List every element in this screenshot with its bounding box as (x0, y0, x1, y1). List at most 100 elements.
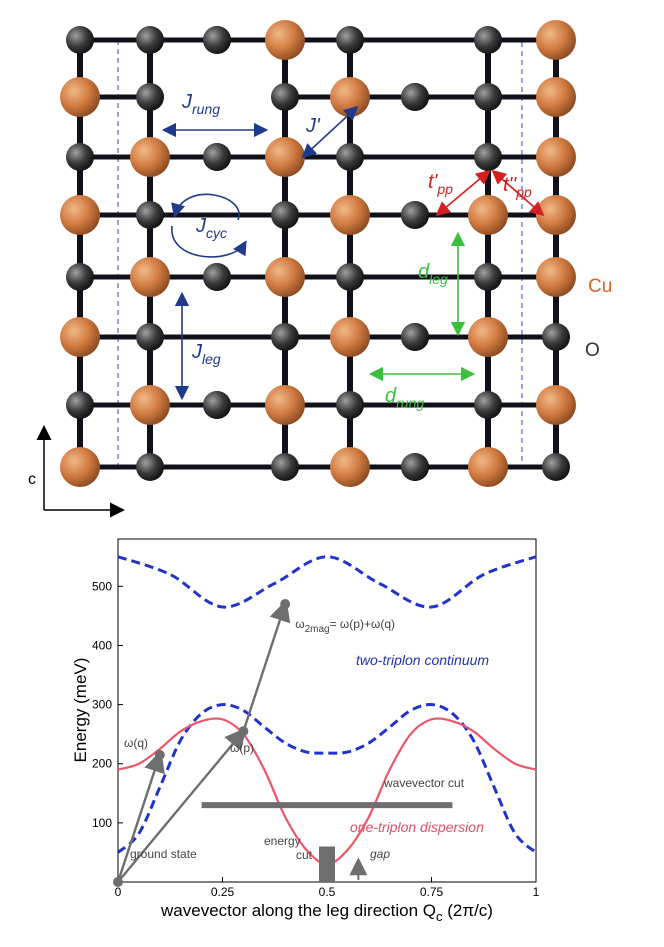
two-triplon-label: two-triplon continuum (356, 652, 489, 668)
o-atom (136, 26, 164, 54)
axis-a-label: a (70, 517, 79, 520)
cu-atom (330, 195, 370, 235)
x-tick-label: 0.5 (319, 885, 336, 899)
o-label: O (585, 340, 600, 361)
energy-cut-bar (319, 846, 335, 882)
cu-atom (265, 20, 305, 60)
cu-atom (60, 447, 100, 487)
omega-q-point (154, 749, 165, 760)
o-atom (336, 143, 364, 171)
wavevector-cut-label: wavevector cut (383, 776, 465, 790)
omega-sum-point (280, 599, 291, 610)
cu-atom (536, 20, 576, 60)
cu-atom (130, 385, 170, 425)
ground-state-point (113, 877, 123, 887)
o-atom (401, 201, 429, 229)
series-continuum-lower (116, 703, 538, 854)
o-atom (474, 26, 502, 54)
y-tick-label: 400 (92, 638, 112, 652)
j-cyc-arrow-top (171, 193, 240, 221)
cut-label: cut (296, 848, 313, 862)
o-atom (336, 391, 364, 419)
arrow-to-q (116, 750, 165, 883)
cu-atom (330, 77, 370, 117)
cu-label: Cu (588, 276, 612, 297)
cu-atom (330, 447, 370, 487)
o-atom (271, 453, 299, 481)
energy-label: energy (264, 834, 301, 848)
cu-atom (536, 77, 576, 117)
o-atom (401, 453, 429, 481)
t-pp-double-prime-arrow (491, 169, 545, 217)
chart-annotations: ω2mag= ω(p)+ω(q) two-triplon continuum ω(q… (113, 599, 489, 887)
cu-atom (330, 317, 370, 357)
lattice-atoms (60, 20, 576, 487)
x-tick-label: 0.25 (211, 885, 235, 899)
o-atom (542, 453, 570, 481)
j-rung-label: Jrung (181, 91, 220, 117)
omega-p-point (238, 726, 249, 737)
arrow-to-p (117, 727, 247, 883)
o-atom (542, 323, 570, 351)
axis-c-label: c (28, 471, 36, 488)
x-tick-label: 0 (115, 885, 122, 899)
o-atom (66, 143, 94, 171)
cu-atom (468, 317, 508, 357)
t-pp-prime-label: t'pp (428, 171, 453, 197)
o-atom (203, 391, 231, 419)
omega-2mag-label: ω2mag= ω(p)+ω(q) (295, 617, 395, 635)
o-atom (474, 83, 502, 111)
o-atom (401, 83, 429, 111)
cu-atom (60, 77, 100, 117)
y-tick-label: 100 (92, 816, 112, 830)
cu-atom (265, 385, 305, 425)
o-atom (474, 263, 502, 291)
o-atom (66, 263, 94, 291)
d-leg-label: dleg (418, 261, 448, 287)
o-atom (336, 263, 364, 291)
one-triplon-label: one-triplon dispersion (350, 819, 484, 835)
o-atom (271, 83, 299, 111)
lattice-annotations: Jrung J' Jcyc Jleg t'pp t''pp dleg drung… (28, 91, 612, 520)
o-atom (474, 143, 502, 171)
omega-p-label: ω(p) (230, 741, 254, 755)
cu-atom (468, 195, 508, 235)
omega-q-label: ω(q) (124, 736, 148, 750)
cu-atom (536, 195, 576, 235)
cu-atom (130, 257, 170, 297)
cu-atom (60, 195, 100, 235)
j-prime-arrow (301, 105, 359, 159)
cu-atom (130, 137, 170, 177)
series-continuum-upper (117, 555, 537, 609)
o-atom (136, 323, 164, 351)
crystal-lattice-diagram: Jrung J' Jcyc Jleg t'pp t''pp dleg drung… (28, 20, 612, 520)
y-tick-label: 200 (92, 757, 112, 771)
o-atom (203, 26, 231, 54)
o-atom (136, 453, 164, 481)
o-atom (66, 26, 94, 54)
ground-state-label: ground state (130, 847, 197, 861)
j-prime-label: J' (305, 115, 321, 137)
o-atom (203, 263, 231, 291)
arrow-to-sum (242, 599, 291, 732)
x-tick-label: 0.75 (420, 885, 444, 899)
cu-atom (60, 317, 100, 357)
cu-atom (265, 257, 305, 297)
j-cyc-label: Jcyc (195, 215, 227, 241)
y-tick-label: 500 (92, 579, 112, 593)
t-pp-prime-arrow (435, 169, 491, 217)
y-axis-label: Energy (meV) (71, 658, 90, 763)
cu-atom (536, 257, 576, 297)
o-atom (336, 26, 364, 54)
d-rung-label: drung (385, 385, 424, 411)
y-tick-label: 300 (92, 698, 112, 712)
o-atom (401, 323, 429, 351)
o-atom (474, 391, 502, 419)
o-atom (136, 201, 164, 229)
cu-atom (536, 137, 576, 177)
cu-atom (536, 385, 576, 425)
cu-atom (265, 137, 305, 177)
j-cyc-arrow-bottom (171, 225, 247, 258)
gap-label: gap (370, 847, 390, 861)
